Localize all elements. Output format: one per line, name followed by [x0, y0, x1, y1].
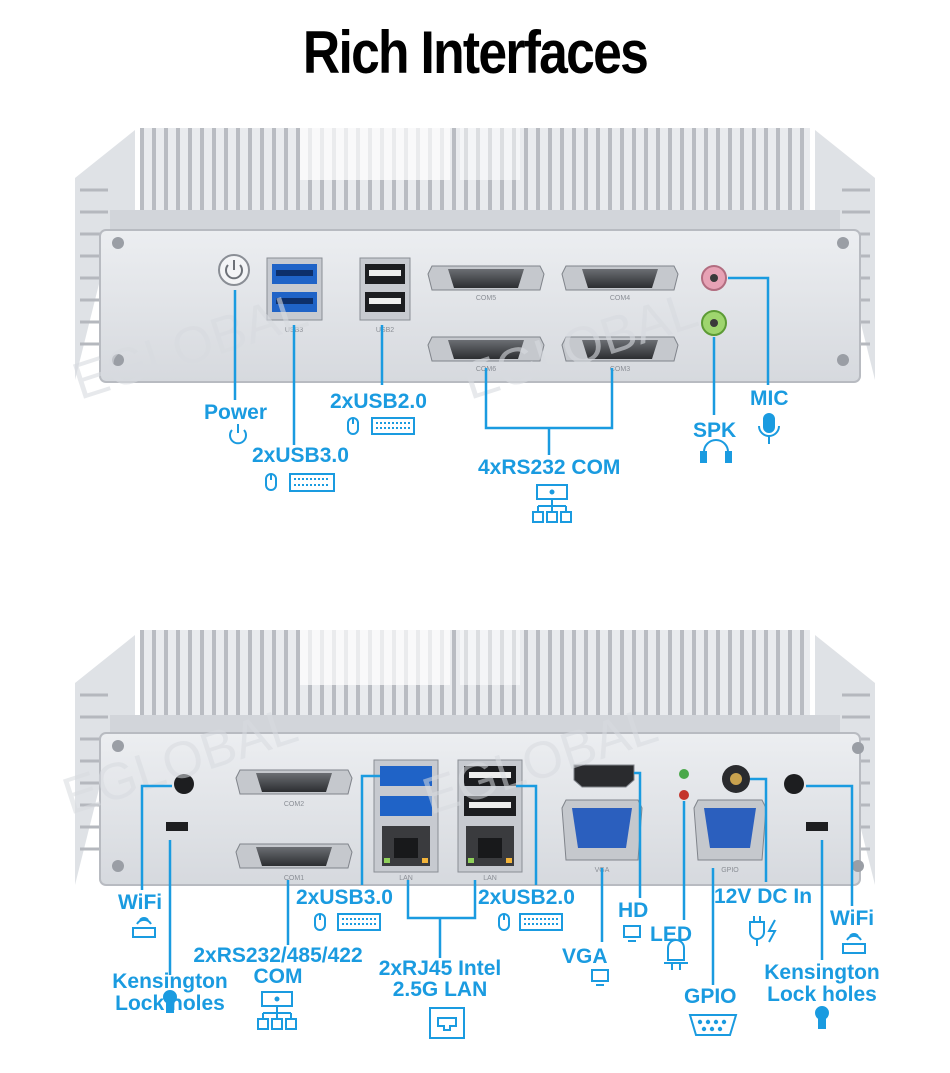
port-mark-lan2: LAN	[483, 875, 497, 882]
headphones-icon	[700, 439, 732, 463]
port-mark-com1: COM1	[284, 875, 304, 882]
status-led-red	[679, 790, 689, 800]
power-icon	[229, 424, 247, 445]
label-com: 4xRS232 COM	[478, 456, 621, 479]
top-device	[75, 128, 875, 383]
label-gpio: GPIO	[684, 985, 737, 1008]
vga-port[interactable]	[561, 799, 643, 861]
screw-icon	[852, 742, 864, 754]
screw-icon	[837, 354, 849, 366]
com-port[interactable]	[235, 843, 353, 869]
label-spk: SPK	[693, 419, 737, 442]
kensington-lock-slot	[806, 822, 828, 831]
label-lan-line2: 2.5G LAN	[392, 978, 488, 1001]
label-led: LED	[650, 923, 692, 946]
port-mark-lan1: LAN	[399, 875, 413, 882]
keyboard-icon	[289, 473, 335, 492]
db9-connector-icon	[688, 1014, 738, 1036]
port-mark-com2: COM2	[284, 801, 304, 808]
label-kensington-left: Kensington Lock holes	[112, 970, 228, 1015]
label-kensington-right: Kensington Lock holes	[764, 961, 880, 1006]
label-dc: 12V DC In	[714, 885, 813, 908]
lock-hole-icon	[163, 990, 177, 1013]
label-lan-line1: 2xRJ45 Intel	[378, 957, 502, 980]
lock-hole-icon	[815, 1006, 829, 1029]
keyboard-icon	[519, 913, 563, 931]
label-hd: HD	[618, 899, 649, 922]
port-mark-usb2: USB2	[376, 327, 394, 334]
label-usb2: 2xUSB2.0	[330, 390, 427, 413]
label-rs232-line1: 2xRS232/485/422	[193, 944, 363, 967]
monitor-icon	[623, 925, 641, 942]
com-port[interactable]	[235, 769, 353, 795]
top-icons	[229, 413, 780, 523]
callout-lines-bottom	[140, 771, 854, 985]
label-usb3: 2xUSB3.0	[296, 886, 393, 909]
port-mark-gpio: GPIO	[721, 867, 739, 874]
monitor-icon	[591, 969, 609, 986]
wifi-antenna-hole	[784, 774, 804, 794]
mouse-icon	[347, 417, 359, 435]
router-icon	[132, 917, 156, 938]
status-led-green	[679, 769, 689, 779]
mouse-icon	[498, 913, 510, 931]
screw-icon	[852, 860, 864, 872]
network-topology-icon	[532, 484, 572, 523]
microphone-icon	[758, 413, 780, 444]
keyboard-icon	[371, 417, 415, 435]
hdmi-port[interactable]	[573, 764, 635, 788]
screw-icon	[112, 860, 124, 872]
label-usb3: 2xUSB3.0	[252, 444, 349, 467]
bottom-device	[75, 630, 875, 886]
gpio-port[interactable]	[693, 799, 767, 861]
led-icon	[664, 939, 688, 970]
screw-icon	[837, 237, 849, 249]
label-vga: VGA	[562, 945, 608, 968]
com-port[interactable]	[561, 336, 679, 362]
page-title: Rich Interfaces	[302, 19, 649, 86]
port-mark-com3: COM3	[610, 366, 630, 373]
kensington-lock-slot	[166, 822, 188, 831]
label-rs232-line2: COM	[253, 965, 303, 988]
port-mark-com4: COM4	[610, 295, 630, 302]
ethernet-icon	[429, 1007, 465, 1039]
usb3-port[interactable]	[380, 766, 432, 786]
wifi-antenna-hole	[174, 774, 194, 794]
com-port[interactable]	[427, 336, 545, 362]
power-plug-icon	[749, 916, 777, 946]
port-mark-com5: COM5	[476, 295, 496, 302]
label-mic: MIC	[750, 387, 789, 410]
label-usb2: 2xUSB2.0	[478, 886, 575, 909]
label-wifi-left: WiFi	[118, 891, 163, 914]
label-power: Power	[204, 401, 268, 424]
screw-icon	[112, 237, 124, 249]
screw-icon	[112, 354, 124, 366]
screw-icon	[112, 740, 124, 752]
power-icon	[225, 264, 243, 280]
keyboard-icon	[337, 913, 381, 931]
label-wifi-right: WiFi	[830, 907, 875, 930]
mouse-icon	[265, 473, 277, 491]
bottom-icons	[132, 913, 866, 1039]
com-port[interactable]	[427, 265, 545, 291]
callout-lines-top	[233, 276, 770, 455]
com-port[interactable]	[561, 265, 679, 291]
usb3-port[interactable]	[380, 796, 432, 816]
mouse-icon	[314, 913, 326, 931]
router-icon	[842, 933, 866, 954]
network-topology-icon	[257, 991, 297, 1030]
